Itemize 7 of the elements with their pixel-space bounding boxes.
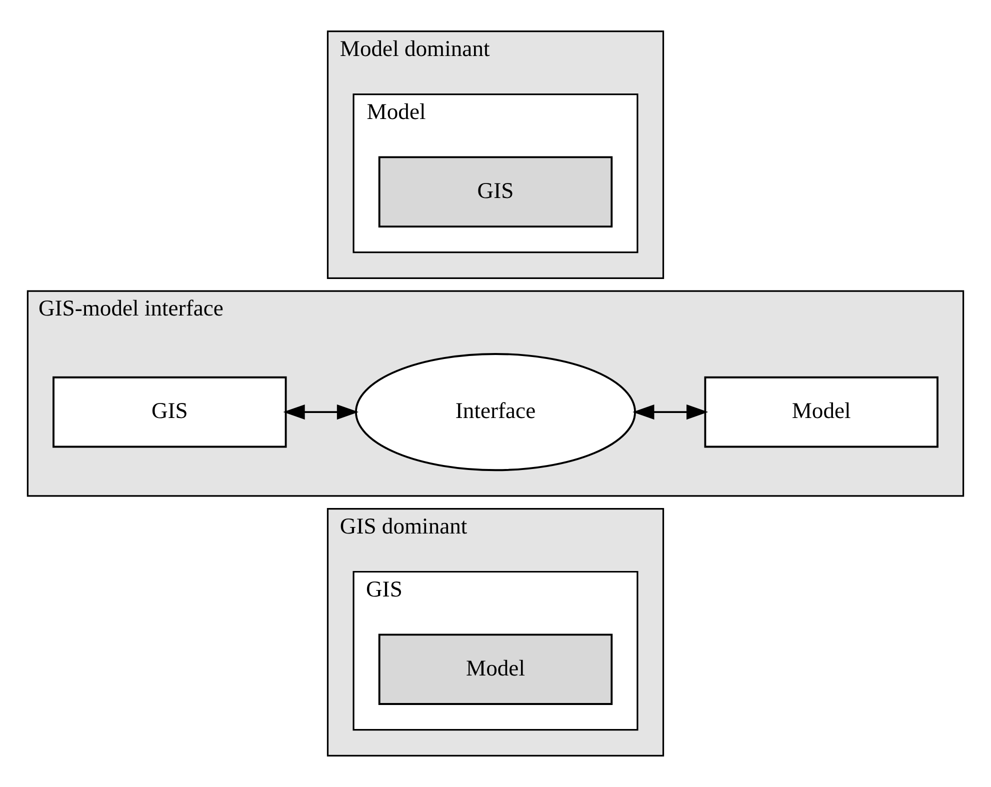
node-box: GIS	[52, 376, 287, 448]
node-box: Model	[704, 376, 938, 448]
node-box: GIS	[378, 156, 613, 228]
arrow	[632, 404, 708, 420]
node-ellipse: Interface	[355, 353, 636, 472]
arrow	[283, 404, 359, 420]
node-box: Model	[378, 634, 613, 705]
